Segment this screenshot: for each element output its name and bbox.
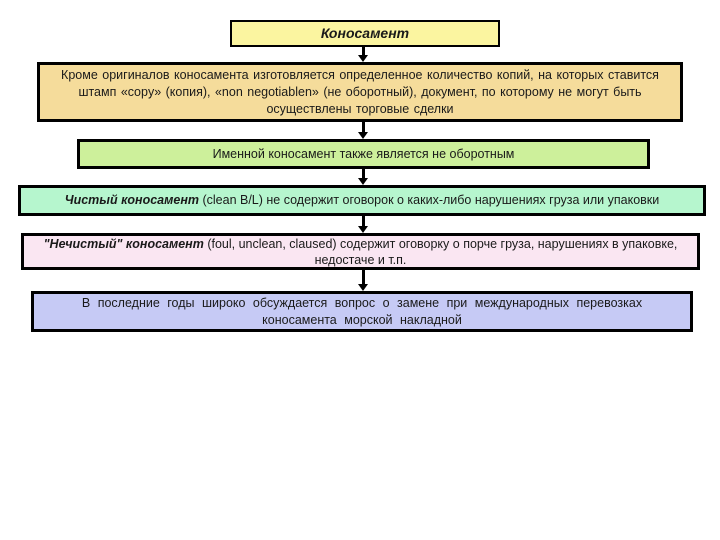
unclean-bill-lead: "Нечистый" коносамент [43, 236, 204, 251]
arrow-head [358, 132, 368, 139]
arrow-head [358, 178, 368, 185]
down-arrow-icon [357, 270, 370, 291]
down-arrow-icon [357, 122, 370, 139]
arrow-head [358, 284, 368, 291]
arrow-stem [362, 216, 365, 227]
unclean-bill-box: "Нечистый" коносамент (foul, unclean, cl… [21, 233, 700, 270]
copies-text: Кроме оригиналов коносамента изготовляет… [61, 67, 659, 116]
sea-waybill-text: В последние годы широко обсуждается вопр… [81, 295, 643, 327]
arrow-stem [362, 270, 365, 285]
clean-bill-box: Чистый коносамент (clean B/L) не содержи… [18, 185, 706, 216]
arrow-stem [362, 169, 365, 179]
arrow-stem [362, 122, 365, 133]
named-bill-text: Именной коносамент также является не обо… [212, 146, 515, 161]
down-arrow-icon [357, 169, 370, 185]
title-box: Коносамент [230, 20, 500, 47]
clean-bill-rest: (clean B/L) не содержит оговорок о каких… [199, 193, 660, 207]
down-arrow-icon [357, 216, 370, 233]
down-arrow-icon [357, 47, 370, 62]
arrow-head [358, 226, 368, 233]
slide-title: Коносамент [320, 25, 410, 41]
sea-waybill-box: В последние годы широко обсуждается вопр… [31, 291, 693, 332]
clean-bill-lead: Чистый коносамент [64, 193, 199, 207]
named-bill-box: Именной коносамент также является не обо… [77, 139, 650, 169]
clean-bill-text: Чистый коносамент (clean B/L) не содержи… [65, 192, 660, 209]
copies-box: Кроме оригиналов коносамента изготовляет… [37, 62, 683, 122]
arrow-stem [362, 47, 365, 56]
arrow-head [358, 55, 368, 62]
unclean-bill-rest: (foul, unclean, claused) содержит оговор… [203, 236, 678, 267]
unclean-bill-text: "Нечистый" коносамент (foul, unclean, cl… [32, 236, 689, 268]
